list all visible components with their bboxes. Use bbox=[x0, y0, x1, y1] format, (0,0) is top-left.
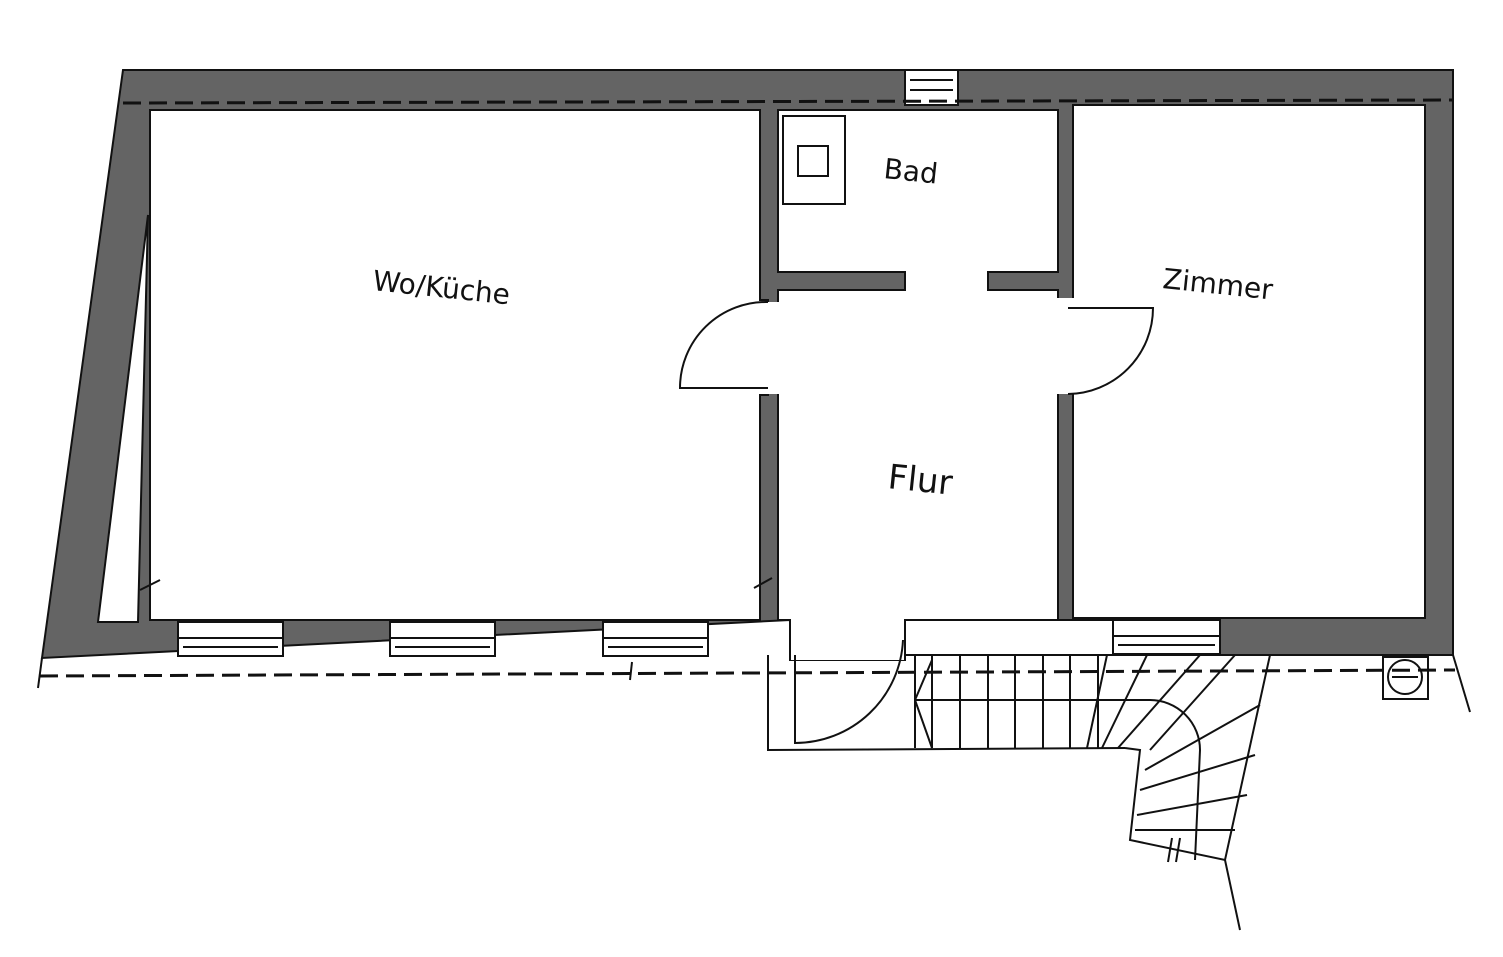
door-swing-entrance[interactable] bbox=[794, 639, 904, 745]
door-gap-bath bbox=[906, 266, 987, 296]
label-bath: Bad bbox=[882, 152, 939, 190]
door-gap-zimmer bbox=[1052, 298, 1078, 394]
dashed-line-top bbox=[122, 98, 1454, 105]
shower-tray bbox=[782, 115, 846, 205]
label-hall: Flur bbox=[886, 457, 954, 504]
entrance-landing bbox=[767, 655, 1126, 752]
door-swing-kitchen[interactable] bbox=[678, 300, 769, 389]
side-strip bbox=[96, 214, 149, 623]
staircase bbox=[905, 654, 1271, 931]
door-swing-zimmer[interactable] bbox=[1067, 307, 1155, 395]
room-hall bbox=[777, 271, 1059, 661]
meter-symbol bbox=[1382, 656, 1429, 700]
room-bath bbox=[777, 109, 1059, 273]
room-zimmer bbox=[1072, 104, 1426, 619]
room-living-kitchen bbox=[149, 109, 769, 621]
door-gap-entrance bbox=[791, 615, 904, 660]
dashed-line-bottom bbox=[39, 668, 1456, 678]
windows bbox=[177, 69, 1221, 657]
door-gap-kitchen bbox=[755, 302, 785, 394]
